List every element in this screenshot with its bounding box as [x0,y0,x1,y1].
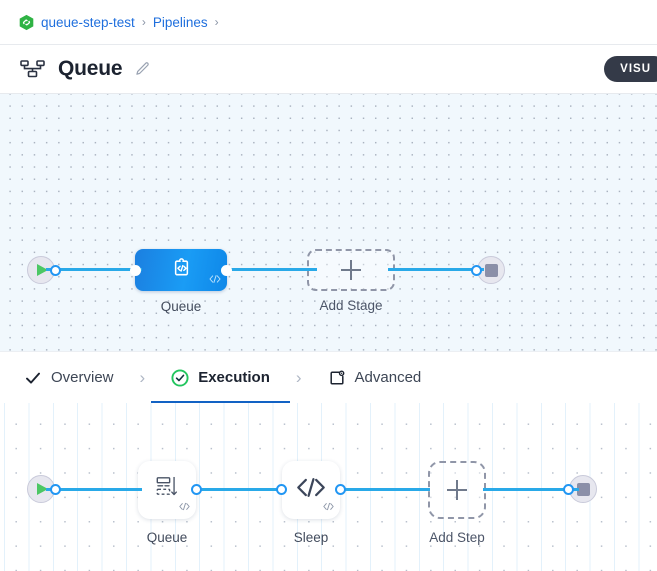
stop-icon [576,482,590,496]
add-stage-node[interactable]: Add Stage [307,249,395,313]
tab-label-overview: Overview [51,369,114,386]
tab-overview[interactable]: Overview [20,352,118,404]
start-output-port[interactable] [50,265,61,276]
code-icon [295,476,327,504]
queue-input-port[interactable] [130,265,141,276]
page-header: Queue VISU [0,44,657,94]
tab-execution[interactable]: Execution [151,352,290,404]
step-start-output-port[interactable] [50,484,61,495]
edge-start-to-queue [46,268,142,271]
tab-label-advanced: Advanced [354,369,422,386]
sleep-input-port[interactable] [276,484,287,495]
code-badge-icon [178,498,191,516]
stage-label-queue: Queue [160,299,202,314]
queue-step-output-port[interactable] [191,484,202,495]
code-badge-icon [322,498,335,516]
stage-end-node[interactable] [471,256,505,284]
step-node-sleep[interactable]: Sleep [276,461,346,545]
step-canvas[interactable]: Queue [0,403,657,571]
add-step-label: Add Step [429,530,485,545]
stage-canvas[interactable]: Queue Add Stage [0,94,657,351]
breadcrumb-item-project[interactable]: queue-step-test [41,14,135,30]
visualize-button[interactable]: VISU [604,56,657,82]
edge-start-to-queue-step [46,488,142,491]
breadcrumb-separator: › [141,15,146,29]
tab-label-execution: Execution [198,369,270,386]
step-node-queue[interactable]: Queue [138,461,202,545]
step-start-node[interactable] [27,475,61,503]
edge-addstage-to-end [388,268,484,271]
breadcrumb-separator: › [214,15,219,29]
add-step-node[interactable]: Add Step [428,461,486,545]
green-link-badge-icon [18,14,35,31]
puzzle-code-icon [168,254,195,286]
queue-output-port[interactable] [221,265,232,276]
queue-list-icon [152,473,182,508]
breadcrumb: queue-step-test › Pipelines › [0,0,657,44]
plus-icon [341,260,361,280]
edge-queue-to-sleep [193,488,286,491]
step-end-input-port[interactable] [563,484,574,495]
tab-separator: › [139,367,146,387]
pipeline-hierarchy-icon [20,59,46,79]
play-icon [37,483,48,495]
edge-addstep-to-end [483,488,579,491]
play-icon [37,264,48,276]
check-icon [24,369,42,387]
breadcrumb-item-pipelines[interactable]: Pipelines [152,14,208,30]
check-circle-green-icon [171,368,189,387]
stage-start-node[interactable] [27,256,61,284]
pencil-icon[interactable] [134,61,151,78]
plus-icon [447,480,467,500]
add-stage-label: Add Stage [319,298,383,313]
step-label-queue: Queue [146,530,188,545]
tab-separator: › [295,367,302,387]
tab-advanced[interactable]: Advanced [324,352,426,404]
code-badge-icon [208,271,222,289]
edge-sleep-to-addstep [338,488,430,491]
edge-queue-to-addstage [221,268,317,271]
page-title: Queue [58,57,123,80]
stage-node-queue[interactable]: Queue [130,249,232,314]
step-end-node[interactable] [563,475,597,503]
end-input-port[interactable] [471,265,482,276]
sleep-output-port[interactable] [335,484,346,495]
stop-icon [484,263,498,277]
tab-bar: Overview › Execution › Advanced [0,351,657,404]
step-label-sleep: Sleep [293,530,329,545]
card-gear-icon [328,369,346,387]
